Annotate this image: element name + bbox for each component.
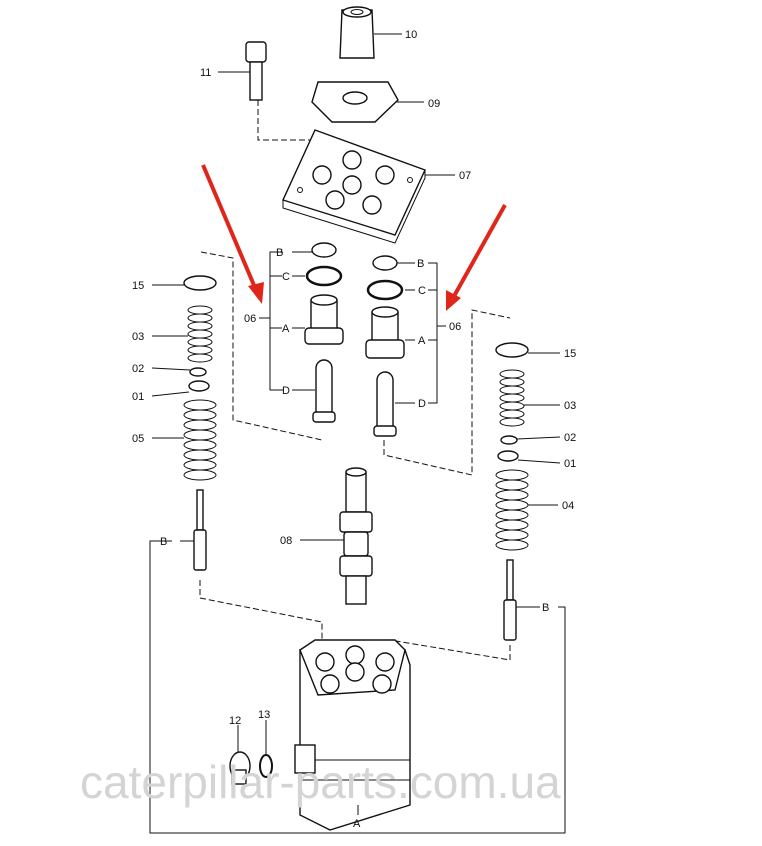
pump-body [294,639,411,831]
label-outer-right-b: B [542,602,549,614]
right-spring-stack: 15 03 02 01 04 [383,309,576,661]
label-right-d: D [418,398,426,410]
red-arrow-right [446,204,507,311]
label-outer-left-b: B [160,536,167,548]
label-right-04: 04 [562,500,574,512]
label-right-b: B [417,258,424,270]
label-right-06: 06 [449,321,461,333]
label-right-02: 02 [564,432,576,444]
label-left-c: C [282,271,290,283]
label-08: 08 [280,535,292,547]
label-11: 11 [200,67,211,79]
label-left-15: 15 [132,280,144,292]
label-left-06: 06 [244,313,256,325]
label-right-c: C [418,285,426,297]
part-11-bolt: 11 [200,41,319,180]
label-13: 13 [258,709,270,721]
label-12: 12 [229,715,241,727]
label-left-01: 01 [132,391,144,403]
label-left-b: B [276,247,283,259]
label-left-05: 05 [132,433,144,445]
label-right-01: 01 [564,458,576,470]
part-06-left-assembly: B C 06 A D [244,242,344,423]
label-right-03: 03 [564,400,576,412]
part-07-cover-plate: 07 [282,129,471,244]
part-08-shaft: 08 [280,467,373,605]
label-10: 10 [405,29,417,41]
label-09: 09 [428,98,440,110]
label-left-d: D [282,385,290,397]
label-left-a: A [282,323,290,335]
label-left-03: 03 [132,331,144,343]
left-spring-stack: 15 03 02 01 05 [132,251,323,650]
label-left-02: 02 [132,363,144,375]
label-right-a: A [418,335,426,347]
part-13-o-ring: 13 [258,709,273,778]
red-arrow-left [201,164,264,304]
label-07: 07 [459,170,471,182]
part-06-right-assembly: B C 06 A D [365,255,461,437]
watermark: caterpillar-parts.com.ua [80,756,561,808]
part-10-coupler: 10 [339,6,417,59]
outer-bracket: B B A [149,536,566,834]
label-body-a: A [353,818,361,830]
part-09-hex-plate: 09 [311,81,440,123]
part-12-plug: 12 [229,715,251,785]
label-right-15: 15 [564,348,576,360]
